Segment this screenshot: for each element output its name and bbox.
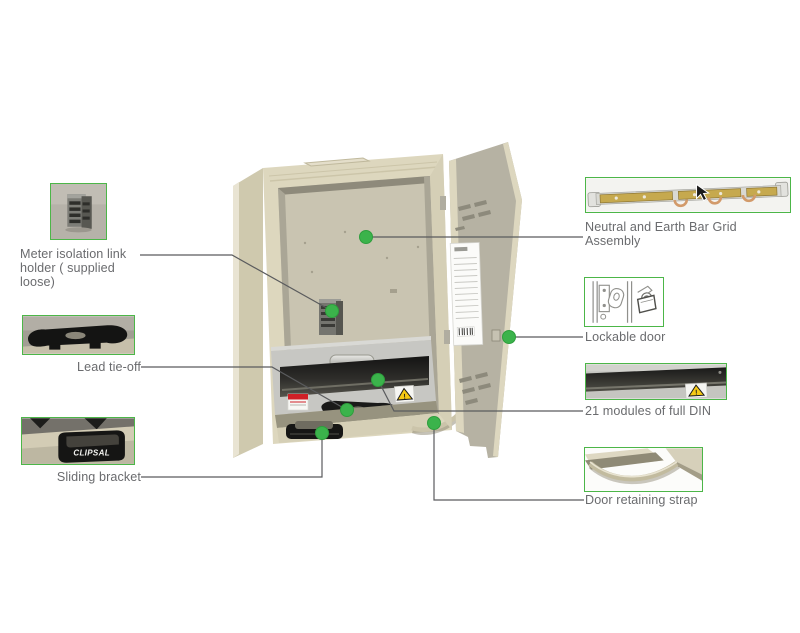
warning-triangle-icon: ! <box>393 384 415 404</box>
copper-loops <box>673 194 757 208</box>
cabinet-door-open <box>449 142 522 458</box>
meter-isolation-photo <box>51 184 106 239</box>
svg-text:!: ! <box>695 390 698 397</box>
thumbnail-lead-tie-off <box>22 315 135 355</box>
door-vent-slots-top <box>455 200 491 231</box>
cabinet-left-side <box>233 168 263 458</box>
padlock-icon <box>636 285 657 314</box>
red-warning-label <box>287 393 309 411</box>
label-lead-tie-off: Lead tie-off <box>77 360 141 374</box>
meter-isolation-link-icon <box>65 194 92 233</box>
callout-dot-sliding-bracket <box>315 426 329 440</box>
door-outer-edge <box>493 142 522 457</box>
din-rail-lip <box>281 378 429 391</box>
neutral-earth-bar-icon <box>587 181 789 208</box>
lead-tie-off-cleat-icon <box>28 325 128 350</box>
callout-dot-lockable-door <box>502 330 516 344</box>
warning-triangle-icon: ! <box>684 382 708 399</box>
neutral-earth-bar-photo <box>586 178 790 212</box>
door-latch <box>491 329 501 342</box>
top-groove <box>268 161 438 177</box>
thumbnail-neutral-earth-bar <box>585 177 791 213</box>
interior-right-wall <box>424 176 439 414</box>
callout-dot-lead-tie-off <box>340 403 354 417</box>
cabinet-bottom-shadow <box>585 452 664 470</box>
label-lockable-door: Lockable door <box>585 330 666 344</box>
cabinet-right-frame <box>430 154 452 430</box>
label-din-modules: 21 modules of full DIN <box>585 404 712 418</box>
door-edge <box>665 448 702 475</box>
top-knockout-plate <box>303 157 371 167</box>
label-sliding-bracket: Sliding bracket <box>56 470 141 484</box>
door-retaining-strap-icon <box>588 461 680 485</box>
hinge-bottom <box>444 330 450 344</box>
back-panel-marks <box>303 230 420 293</box>
label-neutral-earth-bar: Neutral and Earth Bar Grid Assembly <box>585 220 737 249</box>
clipsal-logo: CLIPSAL <box>73 449 110 458</box>
leader-door-retaining-strap <box>433 423 584 501</box>
callout-dot-door-retaining-strap <box>427 416 441 430</box>
keyhole-plate-icon <box>598 284 625 320</box>
label-door-retaining-strap: Door retaining strap <box>585 493 698 507</box>
lockable-door-drawing <box>585 278 663 326</box>
cabinet-left-highlight <box>233 182 239 458</box>
thumbnail-din-modules: ! <box>585 363 727 400</box>
thumbnail-lockable-door <box>584 277 664 327</box>
leader-meter-isolation <box>140 254 333 312</box>
interior-top-shadow <box>278 176 430 195</box>
door-retaining-strap-photo <box>585 448 702 491</box>
barcode <box>456 326 475 337</box>
top-groove <box>269 166 439 182</box>
label-meter-isolation: Meter isolation link holder ( supplied l… <box>20 247 127 290</box>
thumbnail-sliding-bracket: CLIPSAL <box>21 417 135 465</box>
mouse-cursor-icon <box>696 183 710 202</box>
sliding-bracket-part <box>286 421 343 439</box>
svg-text:!: ! <box>403 394 406 401</box>
thumbnail-meter-isolation <box>50 183 107 240</box>
callout-dots <box>315 230 516 440</box>
thumbnail-door-retaining-strap <box>584 447 703 492</box>
leader-lines <box>140 236 584 501</box>
din-modules-photo: ! <box>586 364 726 399</box>
lead-tie-off-photo <box>23 316 134 354</box>
escutcheon-top-edge <box>271 336 431 351</box>
callout-dot-meter-isolation <box>325 304 339 318</box>
leader-din-modules <box>377 379 583 412</box>
door-vent-slots-bottom <box>459 372 491 405</box>
sliding-bracket-icon: CLIPSAL <box>58 430 125 463</box>
sliding-bracket-photo: CLIPSAL <box>22 418 134 464</box>
leader-sliding-bracket <box>141 437 323 478</box>
cabinet-body: ! <box>233 154 464 458</box>
hinge-top <box>440 196 446 210</box>
callout-dot-neutral-earth-bar <box>359 230 373 244</box>
callout-dot-din-modules <box>371 373 385 387</box>
leader-lead-tie-off <box>141 366 348 411</box>
door-spec-label <box>449 242 484 346</box>
